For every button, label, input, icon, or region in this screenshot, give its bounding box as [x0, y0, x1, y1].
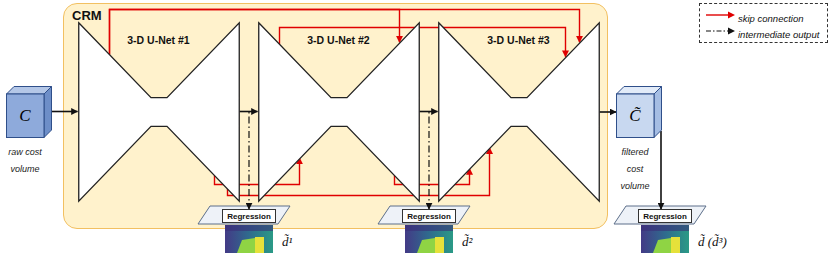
- feature-plane: [378, 206, 470, 224]
- unet-block: 3-D U-Net #1: [78, 22, 240, 202]
- cost-volume-caption: filtered cost volume: [620, 147, 649, 191]
- cost-volume-symbol: C: [19, 106, 30, 126]
- legend-text: skip connection: [738, 13, 803, 24]
- depth-map: [225, 225, 273, 253]
- block-title: 3-D U-Net #1: [127, 34, 189, 46]
- cost-volume-cube: C̃filtered cost volume: [616, 86, 662, 138]
- regression-box: Regression: [402, 209, 456, 223]
- unet-block: 3-D U-Net #2: [258, 22, 420, 202]
- block-title: 3-D U-Net #3: [487, 34, 549, 46]
- output-label: d̃ (d̃³): [698, 234, 727, 249]
- legend-sample: [705, 10, 735, 20]
- skip-connection: [395, 168, 470, 184]
- output-label: d̃¹: [282, 234, 292, 249]
- legend-sample: [705, 26, 735, 36]
- skip-connection: [280, 28, 566, 57]
- regression-label: Regression: [407, 212, 451, 221]
- regression-label: Regression: [643, 212, 687, 221]
- unet-shape: [258, 22, 420, 202]
- intermediate-output-arrow: [420, 112, 430, 210]
- cost-volume-cube: Craw cost volume: [6, 86, 52, 138]
- flow-arrow: [52, 111, 78, 113]
- flow-arrow: [660, 131, 662, 209]
- regression-box: Regression: [222, 209, 276, 223]
- cost-volume-caption: raw cost volume: [8, 147, 42, 174]
- block-title: 3-D U-Net #2: [307, 34, 369, 46]
- intermediate-output-arrow: [240, 112, 250, 210]
- feature-plane: [614, 206, 706, 224]
- unet-shape: [438, 22, 600, 202]
- unet-shape: [78, 22, 240, 202]
- skip-connection: [228, 148, 490, 196]
- skip-connection: [110, 10, 580, 55]
- module-title: CRM: [72, 8, 102, 23]
- regression-box: Regression: [638, 209, 692, 223]
- depth-map: [641, 225, 689, 253]
- skip-connection: [110, 10, 400, 55]
- output-label: d̃²: [462, 234, 472, 249]
- flow-arrow: [600, 111, 617, 113]
- module-panel: CRM 3-D U-Net #1 3-D U-Net #2 3-D U-Net #3: [63, 3, 608, 229]
- skip-connection: [215, 158, 300, 185]
- unet-block: 3-D U-Net #3: [438, 22, 600, 202]
- regression-label: Regression: [227, 212, 271, 221]
- depth-map: [405, 225, 453, 253]
- legend-box: skip connection intermediate output: [699, 3, 828, 43]
- cost-volume-symbol: C̃: [629, 106, 640, 126]
- feature-plane: [198, 206, 290, 224]
- legend-text: intermediate output: [738, 29, 819, 40]
